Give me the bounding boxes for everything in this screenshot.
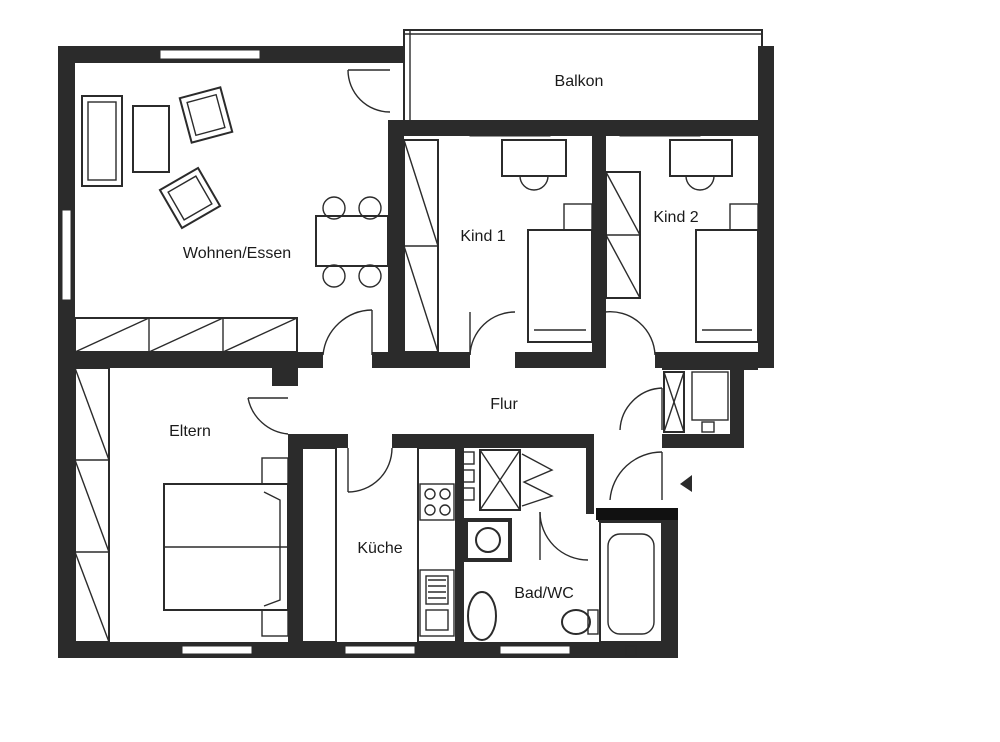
- kitchen-furniture: [301, 447, 457, 643]
- balcony: [388, 29, 774, 136]
- label-wohnen-essen: Wohnen/Essen: [183, 245, 291, 262]
- label-kind1: Kind 1: [460, 228, 505, 245]
- living-furniture: [74, 86, 389, 353]
- flur-closet: [663, 371, 729, 433]
- label-kind2: Kind 2: [653, 209, 698, 226]
- label-flur: Flur: [490, 396, 518, 413]
- room-labels: Balkon Wohnen/Essen Kind 1 Kind 2 Flur E…: [169, 73, 699, 602]
- label-bad-wc: Bad/WC: [514, 585, 574, 602]
- eltern-furniture: [74, 367, 289, 643]
- interior-walls: [58, 120, 774, 646]
- label-balkon: Balkon: [555, 73, 604, 90]
- kind1-furniture: [403, 139, 593, 353]
- bath-furniture: [461, 449, 678, 657]
- label-kueche: Küche: [357, 540, 402, 557]
- doors: [247, 69, 692, 561]
- label-eltern: Eltern: [169, 423, 211, 440]
- kind2-furniture: [605, 139, 759, 343]
